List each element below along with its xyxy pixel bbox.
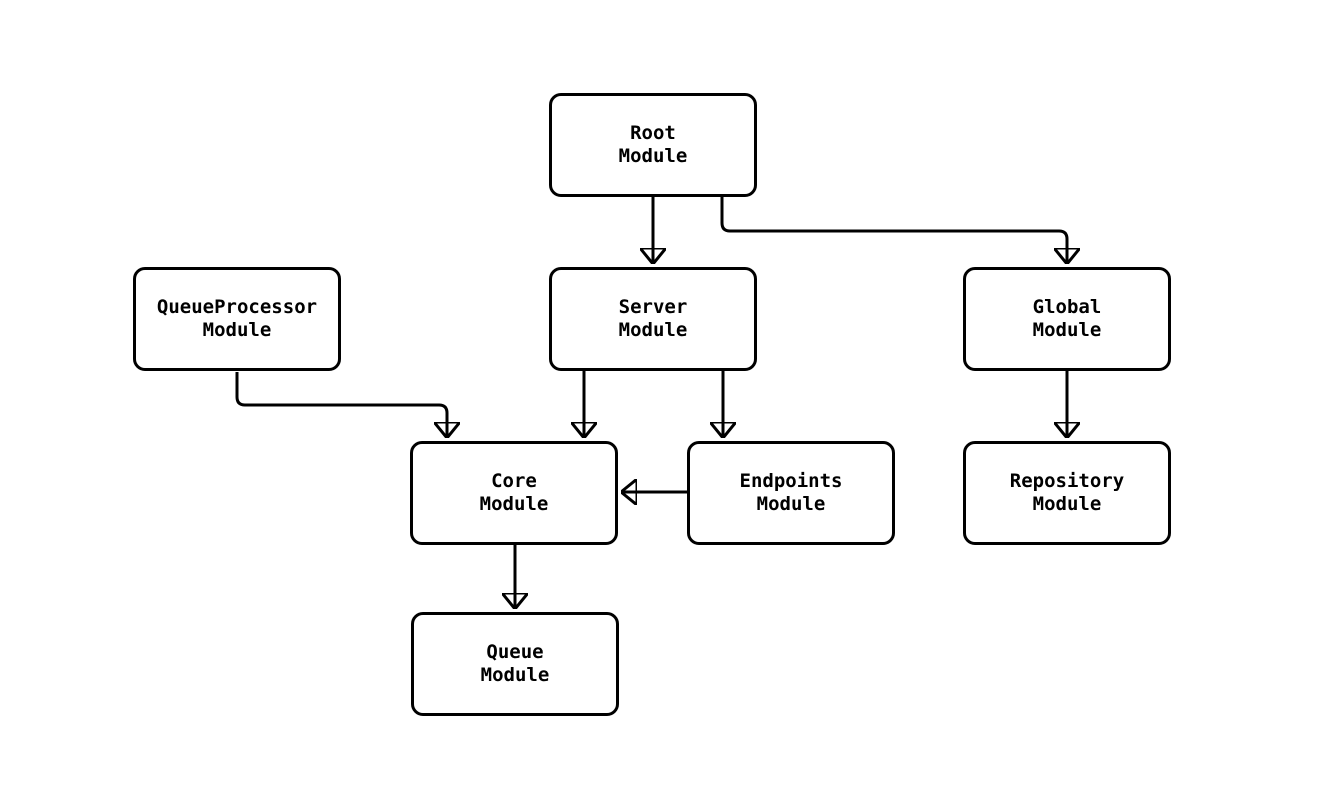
node-core-module: Core Module	[410, 441, 618, 545]
node-root-module-label: Root Module	[618, 122, 688, 167]
node-server-module-label: Server Module	[618, 296, 688, 341]
node-queueprocessor-module: QueueProcessor Module	[133, 267, 341, 371]
node-repository-module-label: Repository Module	[1009, 470, 1125, 515]
node-queue-module-label: Queue Module	[480, 641, 550, 686]
node-core-module-label: Core Module	[479, 470, 549, 515]
node-root-module: Root Module	[549, 93, 757, 197]
node-endpoints-module: Endpoints Module	[687, 441, 895, 545]
node-server-module: Server Module	[549, 267, 757, 371]
node-queue-module: Queue Module	[411, 612, 619, 716]
edge-queueprocessor-to-core	[235, 372, 447, 438]
node-endpoints-module-label: Endpoints Module	[739, 470, 843, 515]
node-global-module-label: Global Module	[1032, 296, 1102, 341]
node-queueprocessor-module-label: QueueProcessor Module	[156, 296, 318, 341]
node-repository-module: Repository Module	[963, 441, 1171, 545]
edge-root-to-global	[720, 197, 1067, 264]
node-global-module: Global Module	[963, 267, 1171, 371]
